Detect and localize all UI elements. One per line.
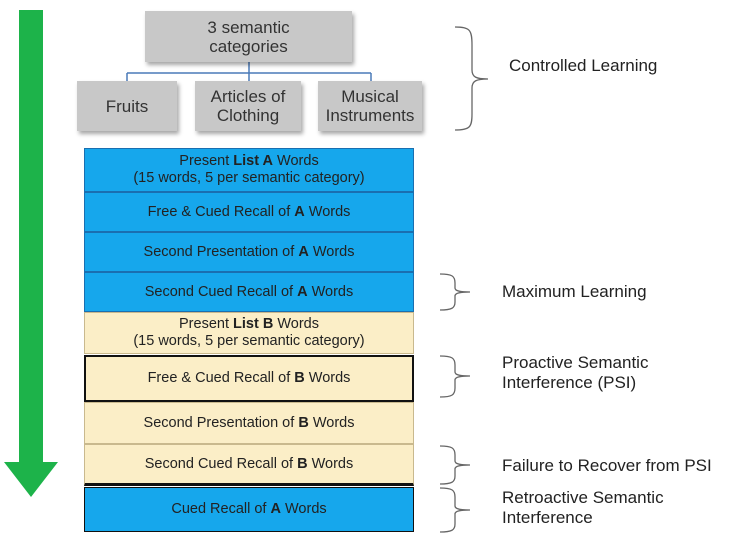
category-label-instruments: Musical Instruments	[325, 87, 415, 125]
category-label-fruits: Fruits	[105, 96, 149, 116]
category-box-clothing: Articles of Clothing	[195, 81, 301, 131]
category-box-fruits: Fruits	[77, 81, 177, 131]
phase-label-failure-recover: Failure to Recover from PSI	[502, 456, 712, 475]
step-present-list-b: Present List B Words (15 words, 5 per se…	[84, 312, 414, 354]
phase-label-retroactive-interference: Retroactive Semantic Interference	[502, 488, 664, 527]
step-second-cued-recall-b: Second Cued Recall of B Words	[84, 444, 414, 486]
step-second-presentation-b: Second Presentation of B Words	[84, 402, 414, 444]
root-category-label: 3 semantic categories	[207, 17, 290, 56]
step-present-list-a: Present List A Words (15 words, 5 per se…	[84, 148, 414, 192]
phase-label-maximum-learning: Maximum Learning	[502, 282, 647, 301]
brace-controlled-learning	[454, 26, 489, 131]
root-category-box: 3 semantic categories	[145, 11, 352, 62]
category-box-instruments: Musical Instruments	[318, 81, 422, 131]
step-cued-recall-a: Cued Recall of A Words	[84, 487, 414, 532]
timeline-arrow-head	[4, 462, 58, 497]
phase-label-proactive-interference: Proactive Semantic Interference (PSI)	[502, 353, 649, 392]
brace-failure-recover	[439, 445, 471, 485]
brace-proactive	[439, 355, 471, 398]
category-label-clothing: Articles of Clothing	[210, 87, 286, 125]
timeline-arrow-shaft	[19, 10, 43, 462]
step-second-presentation-a: Second Presentation of A Words	[84, 232, 414, 272]
step-free-cued-recall-a: Free & Cued Recall of A Words	[84, 192, 414, 232]
phase-label-controlled-learning: Controlled Learning	[509, 56, 658, 75]
brace-retroactive	[439, 487, 471, 533]
step-free-cued-recall-b: Free & Cued Recall of B Words	[84, 355, 414, 402]
step-second-cued-recall-a: Second Cued Recall of A Words	[84, 272, 414, 312]
brace-maximum-learning	[439, 273, 471, 311]
